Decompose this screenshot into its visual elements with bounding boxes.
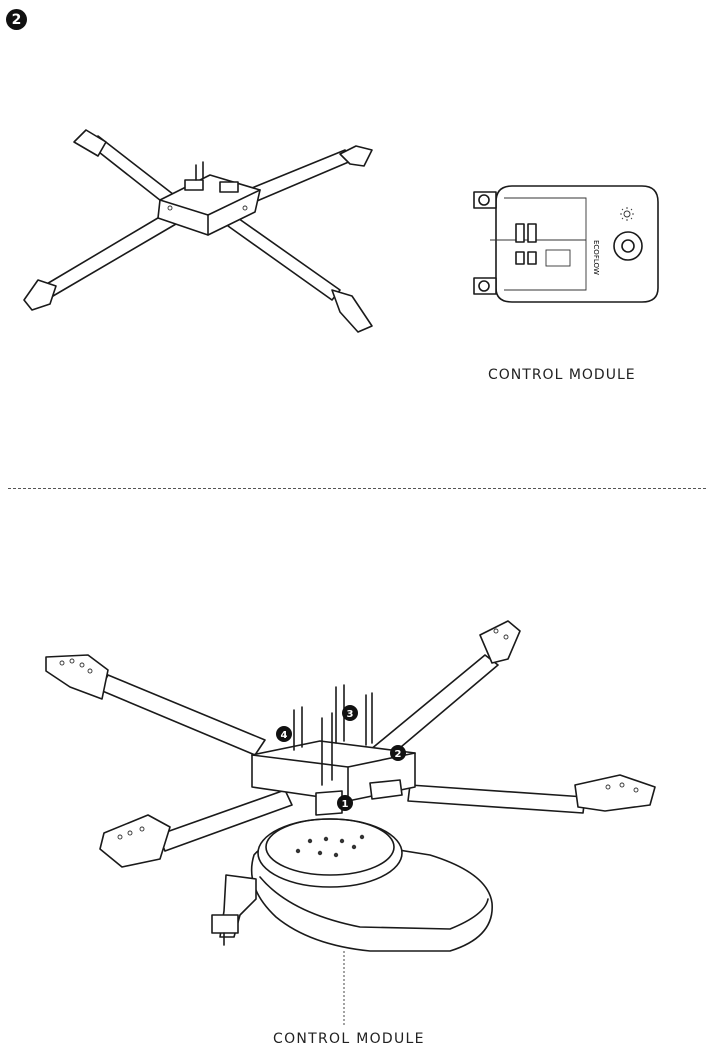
svg-text:2: 2 (395, 749, 402, 760)
callout-2: 2 (390, 745, 406, 761)
control-module-top-view: ECOFLOW (466, 180, 666, 310)
svg-text:3: 3 (347, 709, 354, 720)
x-frame-illustration (10, 120, 410, 340)
control-module-caption-top: CONTROL MODULE (488, 367, 636, 383)
step-number: 2 (12, 12, 22, 28)
callout-1: 1 (337, 795, 353, 811)
section-divider (8, 488, 706, 489)
step-number-badge: 2 (6, 9, 27, 30)
power-button-icon (614, 232, 642, 260)
control-module-caption-bottom: CONTROL MODULE (273, 1031, 425, 1047)
svg-text:4: 4 (281, 730, 288, 741)
assembly-exploded-view: 1 2 3 4 (30, 615, 670, 965)
callout-3: 3 (342, 705, 358, 721)
callout-4: 4 (276, 726, 292, 742)
svg-text:1: 1 (342, 799, 349, 810)
module-brand-text: ECOFLOW (592, 240, 600, 275)
